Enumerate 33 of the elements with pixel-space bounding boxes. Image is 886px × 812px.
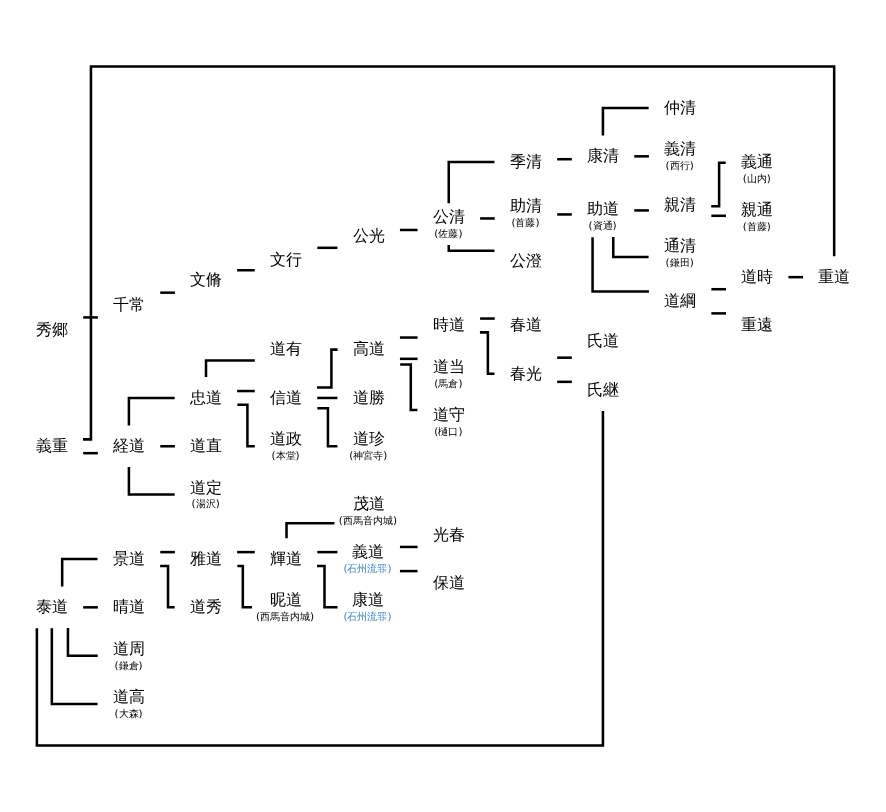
- connector: [557, 213, 572, 216]
- connector: [317, 396, 338, 400]
- connector: [66, 628, 98, 657]
- connector: [634, 155, 649, 158]
- connector: [480, 317, 495, 320]
- connector: [601, 106, 649, 136]
- connector: [204, 359, 255, 378]
- connector: [127, 396, 175, 426]
- connector: [285, 522, 335, 539]
- connector: [50, 628, 98, 706]
- connector: [127, 467, 175, 496]
- connector: [447, 160, 495, 204]
- connector: [591, 237, 649, 293]
- connector: [317, 348, 338, 389]
- connector: [447, 245, 495, 252]
- connector: [634, 209, 649, 212]
- connector: [711, 312, 726, 315]
- connector: [480, 217, 495, 220]
- connector: [612, 237, 649, 259]
- connector: [557, 356, 572, 359]
- connector: [317, 246, 338, 250]
- connector: [35, 411, 605, 747]
- connector: [711, 161, 726, 208]
- connector: [237, 268, 255, 272]
- connector: [399, 336, 418, 339]
- connector: [160, 291, 175, 294]
- connector: [317, 550, 338, 554]
- connector: [160, 445, 175, 448]
- connector: [479, 331, 495, 376]
- connector: [82, 65, 836, 441]
- connector: [83, 606, 98, 609]
- connector: [83, 316, 98, 319]
- connector: [60, 557, 98, 587]
